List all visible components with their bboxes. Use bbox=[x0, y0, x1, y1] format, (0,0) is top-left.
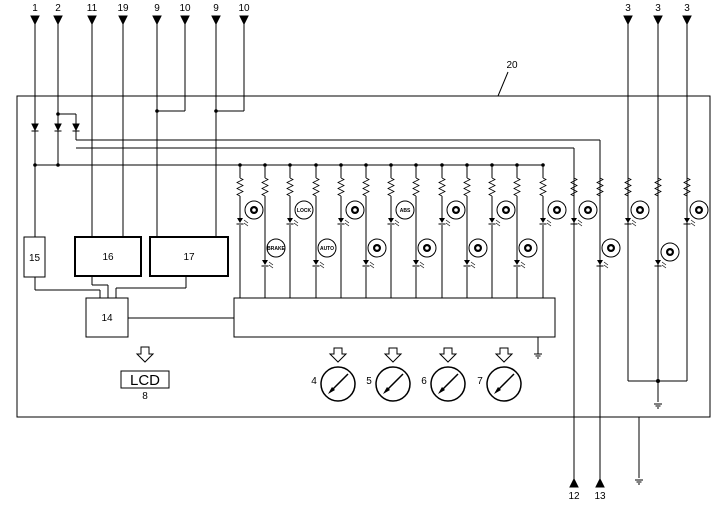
terminal-3a-arrow bbox=[623, 15, 633, 26]
gauge-7: 7 bbox=[477, 347, 522, 402]
right-indicators bbox=[624, 177, 709, 269]
gauge-label-5: 5 bbox=[366, 376, 372, 387]
gauge-4: 4 bbox=[311, 347, 356, 402]
svg-text:BRAKE: BRAKE bbox=[267, 246, 285, 252]
lcd-text: LCD bbox=[130, 372, 160, 389]
indicator-branch-3 bbox=[337, 165, 365, 298]
box-16 bbox=[74, 236, 142, 277]
terminal-label-11: 11 bbox=[87, 3, 98, 14]
fog-light-icon-branch bbox=[683, 177, 709, 227]
terminal-label-12: 12 bbox=[568, 491, 580, 502]
frame-label: 20 bbox=[506, 60, 518, 71]
terminal-label-2: 2 bbox=[55, 3, 61, 14]
diode-3 bbox=[72, 123, 80, 132]
terminal-10b-arrow bbox=[239, 15, 249, 26]
gauge-label-4: 4 bbox=[311, 376, 317, 387]
box-17 bbox=[149, 236, 229, 277]
turn-left-icon bbox=[630, 200, 650, 220]
headlight-icon bbox=[578, 200, 598, 220]
airbag-icon bbox=[417, 238, 437, 258]
terminal-label-3a: 3 bbox=[625, 3, 631, 14]
box-14-label: 14 bbox=[101, 313, 113, 324]
indicator-branch-b1: BRAKE bbox=[261, 165, 286, 298]
key-icon bbox=[367, 238, 387, 258]
lcd-number: 8 bbox=[142, 391, 148, 402]
indicator-branch-1 bbox=[236, 165, 264, 298]
engine-icon bbox=[518, 238, 538, 258]
box-14 bbox=[85, 297, 129, 338]
gauge-label-6: 6 bbox=[421, 376, 427, 387]
terminal-10a-arrow bbox=[180, 15, 190, 26]
indicator-branch-4: ABS bbox=[387, 165, 415, 298]
indicator-branch-6 bbox=[488, 165, 516, 298]
terminal-12-arrow bbox=[569, 477, 579, 488]
terminal-label-9b: 9 bbox=[213, 3, 219, 14]
box-17-label: 17 bbox=[183, 252, 195, 263]
turn-right-icon-branch bbox=[654, 177, 680, 269]
brake-icon: BRAKE bbox=[266, 238, 286, 258]
terminal-3c-arrow bbox=[682, 15, 692, 26]
terminal-11-arrow bbox=[87, 15, 97, 26]
terminal-label-9a: 9 bbox=[154, 3, 160, 14]
terminal-label-1: 1 bbox=[32, 3, 38, 14]
lcd-arrow bbox=[135, 346, 155, 363]
gauges: 4 5 6 7 bbox=[311, 347, 522, 402]
terminal-9b-arrow bbox=[211, 15, 221, 26]
gauge-label-7: 7 bbox=[477, 376, 483, 387]
door-open-icon bbox=[468, 238, 488, 258]
tire-pressure-branch bbox=[596, 177, 621, 269]
svg-text:ABS: ABS bbox=[400, 208, 411, 214]
terminal-13-arrow bbox=[595, 477, 605, 488]
indicator-branches: LOCK ABS BRAKE AUTO bbox=[236, 165, 621, 298]
indicator-branch-2: LOCK bbox=[286, 165, 314, 298]
indicator-branch-b4 bbox=[412, 165, 437, 298]
indicator-branch-b3 bbox=[362, 165, 387, 298]
diode-1 bbox=[31, 123, 39, 132]
park-lock-icon bbox=[244, 200, 264, 220]
gauge-6: 6 bbox=[421, 347, 466, 402]
terminal-3b-arrow bbox=[653, 15, 663, 26]
indicator-branch-5 bbox=[438, 165, 466, 298]
battery-icon bbox=[496, 200, 516, 220]
indicator-branch-b6 bbox=[513, 165, 538, 298]
lock-icon: LOCK bbox=[294, 200, 314, 220]
svg-text:AUTO: AUTO bbox=[320, 246, 334, 252]
indicator-branch-b2: AUTO bbox=[312, 165, 337, 298]
terminal-label-10b: 10 bbox=[238, 3, 250, 14]
cluster-frame bbox=[16, 95, 711, 418]
auto-icon: AUTO bbox=[317, 238, 337, 258]
tire-pressure-icon bbox=[601, 238, 621, 258]
terminal-label-3c: 3 bbox=[684, 3, 690, 14]
indicator-branch-8 bbox=[570, 177, 598, 298]
fuel-icon bbox=[345, 200, 365, 220]
terminal-label-10a: 10 bbox=[179, 3, 191, 14]
abs-icon: ABS bbox=[395, 200, 415, 220]
terminal-1-arrow bbox=[30, 15, 40, 26]
diode-2 bbox=[54, 123, 62, 132]
box-16-label: 16 bbox=[102, 252, 114, 263]
fog-light-icon bbox=[689, 200, 709, 220]
terminal-9a-arrow bbox=[152, 15, 162, 26]
terminal-2-arrow bbox=[53, 15, 63, 26]
oil-can-icon bbox=[547, 200, 567, 220]
box-15 bbox=[23, 236, 46, 278]
seatbelt-icon bbox=[446, 200, 466, 220]
indicator-branch-7 bbox=[539, 165, 567, 298]
terminal-19-arrow bbox=[118, 15, 128, 26]
svg-text:LOCK: LOCK bbox=[297, 208, 312, 214]
terminal-label-3b: 3 bbox=[655, 3, 661, 14]
terminal-label-19: 19 bbox=[117, 3, 129, 14]
turn-right-icon bbox=[660, 242, 680, 262]
indicator-branch-b5 bbox=[463, 165, 488, 298]
lcd-display bbox=[120, 370, 170, 389]
turn-left-icon-branch bbox=[624, 177, 650, 227]
gauge-5: 5 bbox=[366, 347, 411, 402]
box-15-label: 15 bbox=[29, 253, 41, 264]
driver-bus bbox=[233, 297, 556, 338]
terminal-label-13: 13 bbox=[594, 491, 606, 502]
